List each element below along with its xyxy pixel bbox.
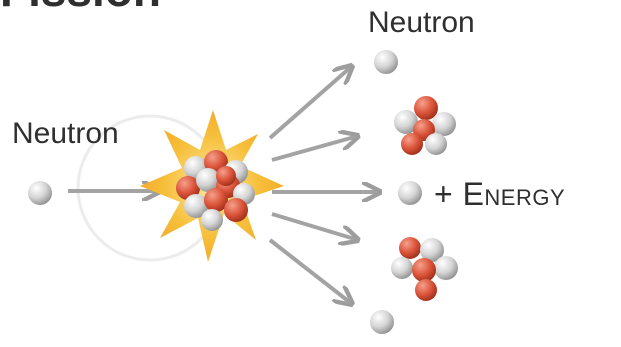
energy-label: + Energy bbox=[434, 176, 565, 212]
fission-fragment-lower bbox=[391, 237, 458, 301]
fission-fragment-upper bbox=[394, 96, 456, 155]
arrow-down-bottom bbox=[268, 238, 352, 304]
arrow-up bbox=[271, 136, 358, 162]
incoming-neutron bbox=[28, 181, 52, 205]
title-partial: Fission bbox=[0, 0, 161, 16]
product-neutron-top bbox=[374, 50, 398, 74]
product-neutron-bottom bbox=[370, 310, 394, 334]
outgoing-neutron-label: Neutron bbox=[368, 6, 475, 39]
arrow-up-top bbox=[268, 66, 352, 140]
product-neutron-middle bbox=[398, 181, 422, 205]
uranium-nucleus bbox=[176, 150, 255, 231]
outgoing-arrows bbox=[268, 66, 380, 304]
incoming-neutron-label: Neutron bbox=[12, 117, 119, 150]
arrow-down bbox=[271, 212, 358, 240]
